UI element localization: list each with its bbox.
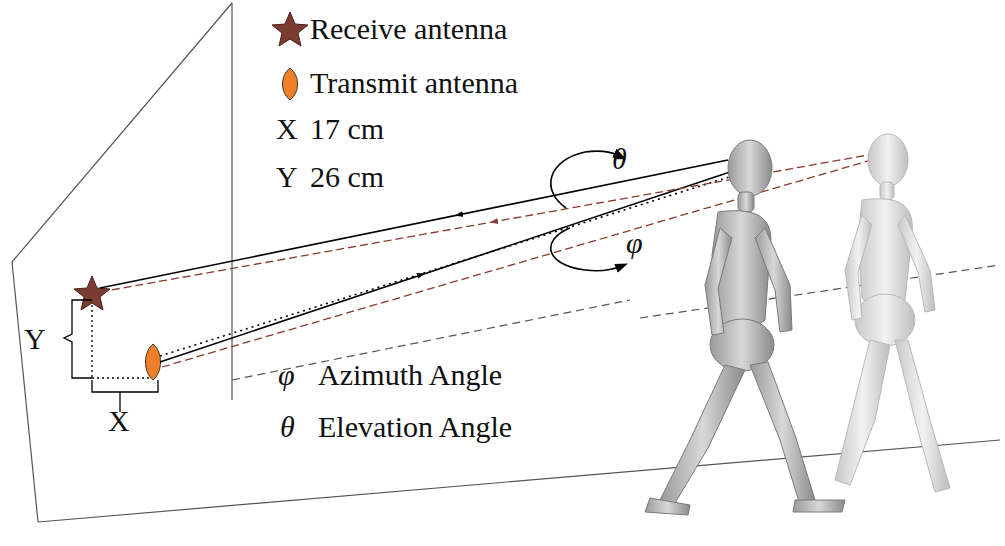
wall-plane — [12, 3, 1000, 522]
dimension-value: 26 cm — [310, 160, 384, 194]
legend-symbol: θ — [280, 410, 295, 444]
legend-symbol: Y — [276, 160, 298, 194]
legend-text: Transmit antenna — [310, 66, 518, 100]
legend-text: Elevation Angle — [318, 410, 512, 444]
dimension-brackets — [64, 300, 158, 412]
lens-symbol — [283, 68, 298, 100]
legend-text: Azimuth Angle — [318, 358, 502, 392]
walking-person-back — [835, 134, 950, 492]
dimension-label: X — [108, 404, 130, 438]
dimension-value: 17 cm — [310, 112, 384, 146]
walking-person-front — [645, 140, 845, 515]
receive-antenna — [74, 276, 110, 310]
angle-label: θ — [612, 142, 627, 176]
legend-symbol: φ — [278, 358, 295, 392]
dimension-label: Y — [24, 322, 46, 356]
legend-symbol: X — [276, 112, 298, 146]
transmit-antenna — [146, 344, 161, 380]
legend-text: Receive antenna — [310, 12, 507, 46]
star-symbol — [272, 12, 308, 46]
angle-label: φ — [626, 226, 643, 260]
